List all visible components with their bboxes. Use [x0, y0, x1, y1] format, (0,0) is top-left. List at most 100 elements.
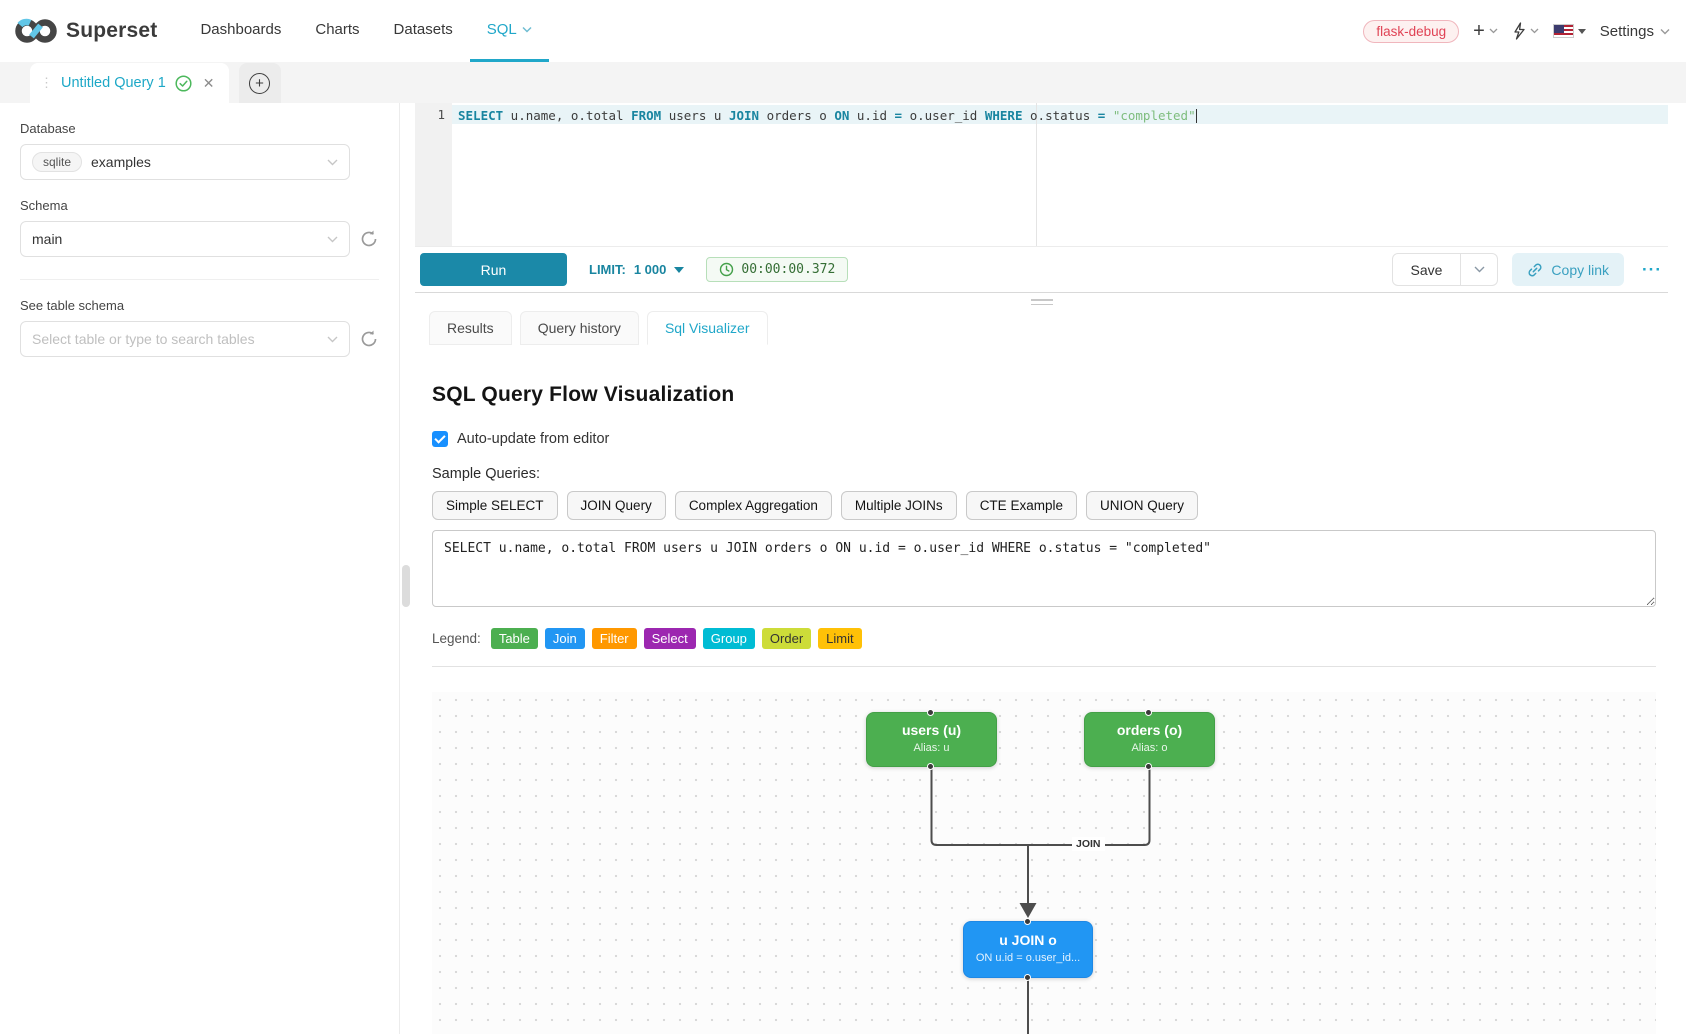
sample-queries-label: Sample Queries: [432, 466, 540, 482]
query-tab-strip: ⋮ Untitled Query 1 ✕ + [0, 62, 1686, 103]
sample-query-button[interactable]: CTE Example [965, 491, 1077, 520]
query-tab[interactable]: ⋮ Untitled Query 1 ✕ [30, 63, 229, 103]
database-select[interactable]: sqlite examples [20, 144, 350, 180]
sql-toolbar: Run LIMIT: 1 000 00:00:00.372 Save [415, 246, 1668, 292]
node-handle[interactable] [927, 709, 934, 716]
plus-circle-icon: + [249, 72, 271, 94]
sql-token: u.name, o.total [503, 108, 632, 123]
sql-token: ON [834, 108, 850, 123]
superset-logo[interactable]: Superset [14, 0, 157, 62]
sample-query-button[interactable]: Simple SELECT [432, 491, 558, 520]
nav-item[interactable]: SQL [469, 0, 549, 62]
schema-select[interactable]: main [20, 221, 350, 257]
south-pane: Results Query history Sql Visualizer SQL… [415, 292, 1668, 1034]
chevron-down-icon [1660, 28, 1670, 35]
auto-update-checkbox-row[interactable]: Auto-update from editor [432, 431, 1656, 447]
sample-query-button[interactable]: Multiple JOINs [840, 491, 957, 520]
database-type-badge: sqlite [32, 152, 83, 172]
legend-row: Legend: Table Join Filter Select [432, 628, 1656, 649]
sample-query-buttons: Simple SELECT JOIN Query Complex Aggrega… [432, 491, 1656, 520]
refresh-tables-icon[interactable] [359, 329, 379, 349]
flow-edges [930, 767, 1151, 1034]
sample-query-button[interactable]: UNION Query [1085, 491, 1198, 520]
sql-code-line: SELECT u.name, o.total FROM users u JOIN… [452, 107, 1668, 124]
result-tab[interactable]: Sql Visualizer [646, 311, 768, 345]
node-handle[interactable] [1145, 763, 1152, 770]
table-select-placeholder: Select table or type to search tables [32, 331, 255, 347]
legend-badge: Join [544, 628, 585, 649]
table-select[interactable]: Select table or type to search tables [20, 321, 350, 357]
top-nav: Superset Dashboards Charts [0, 0, 1686, 62]
node-handle[interactable] [1145, 709, 1152, 716]
sample-query-button[interactable]: Complex Aggregation [674, 491, 832, 520]
sql-token: = [894, 108, 903, 123]
caret-down-icon [1577, 28, 1586, 34]
nav-item[interactable]: Dashboards [200, 21, 282, 38]
flow-node-orders[interactable]: orders (o) Alias: o [1084, 709, 1215, 770]
limit-dropdown[interactable]: LIMIT: 1 000 [589, 262, 685, 277]
chevron-down-icon [1474, 266, 1485, 273]
sql-token: o.status [1022, 108, 1098, 123]
editor-gutter: 1 [415, 103, 452, 246]
schema-value: main [32, 231, 63, 247]
sample-query-button[interactable]: JOIN Query [566, 491, 666, 520]
flow-node-users[interactable]: users (u) Alias: u [866, 709, 997, 770]
node-subtitle: ON u.id = o.user_id... [975, 952, 1081, 964]
result-tab[interactable]: Results [429, 311, 512, 345]
lightning-icon [1514, 22, 1525, 40]
query-search-button[interactable] [1512, 22, 1539, 40]
environment-badge: flask-debug [1363, 19, 1460, 43]
node-subtitle: Alias: o [1131, 742, 1168, 754]
node-handle[interactable] [1023, 918, 1031, 925]
sql-editor[interactable]: 1 SELECT u.name, o.total FROM users u JO… [415, 103, 1668, 246]
legend-label: Legend: [432, 631, 481, 646]
node-handle[interactable] [927, 763, 934, 770]
nav-item[interactable]: Datasets [393, 21, 453, 38]
result-tab[interactable]: Query history [519, 311, 639, 345]
new-query-tab-button[interactable]: + [238, 63, 281, 103]
flow-canvas[interactable]: JOIN users (u) Alias: u orders (o) Alias… [432, 692, 1656, 1034]
language-picker[interactable] [1552, 24, 1586, 38]
query-text-input[interactable]: SELECT u.name, o.total FROM users u JOIN… [432, 530, 1656, 607]
pane-resize-handle[interactable] [1030, 299, 1053, 308]
new-item-button[interactable]: + [1473, 21, 1498, 41]
result-tabs: Results Query history Sql Visualizer [429, 311, 1668, 345]
table-schema-label: See table schema [20, 298, 125, 313]
sql-visualizer-panel: SQL Query Flow Visualization Auto-update… [415, 345, 1668, 1034]
save-button[interactable]: Save [1391, 253, 1462, 286]
copy-link-label: Copy link [1551, 261, 1610, 278]
node-handle[interactable] [1023, 974, 1031, 981]
sql-token: o.user_id [902, 108, 985, 123]
flow-node-join[interactable]: u JOIN o ON u.id = o.user_id... [963, 918, 1093, 981]
save-options-button[interactable] [1461, 253, 1499, 286]
checkbox-checked-icon[interactable] [432, 431, 448, 447]
close-icon[interactable]: ✕ [202, 74, 215, 91]
limit-value: 1 000 [633, 262, 667, 277]
chevron-down-icon [1489, 28, 1498, 34]
more-actions-button[interactable]: ··· [1642, 259, 1662, 279]
editor-code-area[interactable]: SELECT u.name, o.total FROM users u JOIN… [452, 103, 1668, 246]
refresh-schemas-icon[interactable] [359, 229, 379, 249]
run-button[interactable]: Run [420, 253, 567, 286]
nav-item[interactable]: Charts [315, 21, 360, 38]
caret-down-icon [674, 266, 685, 273]
settings-label: Settings [1599, 22, 1654, 40]
main-nav: Dashboards Charts Datasets [183, 0, 549, 62]
sidebar-divider [20, 279, 379, 280]
table-select-row: Select table or type to search tables [20, 321, 379, 357]
chevron-down-icon [1530, 28, 1539, 34]
chevron-down-icon [522, 26, 532, 33]
chevron-down-icon [327, 236, 338, 243]
sidebar-resize-handle[interactable] [402, 565, 410, 607]
drag-handle-icon[interactable]: ⋮ [40, 75, 53, 90]
sql-token [1105, 108, 1113, 123]
settings-menu[interactable]: Settings [1600, 23, 1670, 40]
schema-select-row: main [20, 221, 379, 257]
copy-link-button[interactable]: Copy link [1512, 253, 1625, 286]
visualizer-title: SQL Query Flow Visualization [432, 383, 735, 406]
sql-token: users u [661, 108, 729, 123]
text-cursor [1195, 109, 1198, 123]
plus-icon: + [1473, 20, 1485, 42]
sql-token: JOIN [728, 108, 760, 123]
schema-label: Schema [20, 198, 68, 213]
